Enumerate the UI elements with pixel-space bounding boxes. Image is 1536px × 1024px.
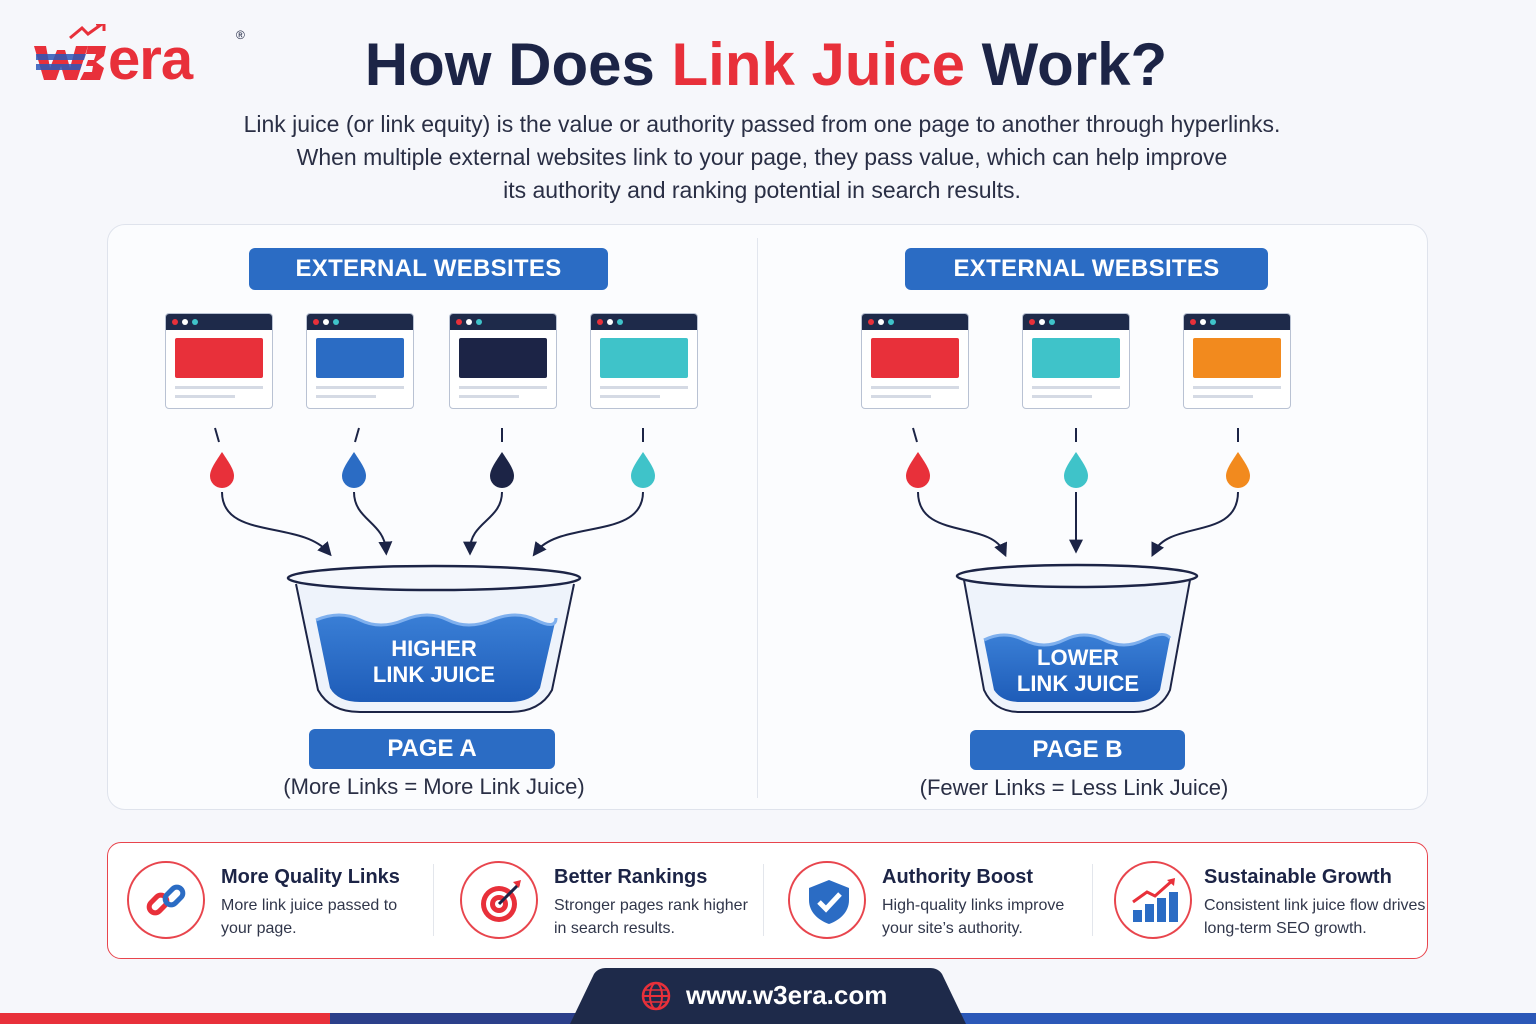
left-bowl-icon — [286, 564, 582, 713]
panel-divider — [757, 238, 758, 798]
benefit-title: Better Rankings — [554, 866, 708, 888]
right-bowl-icon — [955, 563, 1199, 713]
right-bowl-line-2: LINK JUICE — [1016, 671, 1140, 696]
benefit-desc: Stronger pages rank higher in search res… — [554, 897, 748, 937]
left-dashes — [214, 427, 644, 443]
benefit-title: Sustainable Growth — [1204, 866, 1392, 888]
chain-link-icon — [127, 861, 205, 939]
right-site-1 — [861, 313, 969, 409]
benefit-desc: Consistent link juice flow drives long-t… — [1204, 897, 1426, 937]
left-site-4 — [590, 313, 698, 409]
benefits-strip — [107, 842, 1428, 959]
benefit-more-quality-links: More Quality Links More link juice passe… — [127, 842, 427, 959]
right-external-websites-label: EXTERNAL WEBSITES — [905, 248, 1268, 290]
page-title: How Does Link Juice Work? — [0, 30, 1536, 99]
left-bowl-line-2: LINK JUICE — [372, 662, 496, 687]
footer-tab — [570, 968, 966, 1024]
benefit-desc: More link juice passed to your page. — [221, 897, 398, 937]
logo-wordmark: era — [108, 27, 193, 92]
title-part-1: How Does — [364, 31, 672, 98]
left-drop-blue-icon — [342, 452, 366, 488]
left-bowl-label: HIGHER LINK JUICE — [334, 636, 534, 688]
globe-icon — [641, 981, 671, 1011]
footer-stripe-blue — [916, 1013, 1536, 1024]
right-drop-orange-icon — [1226, 452, 1250, 488]
page-a-caption: (More Links = More Link Juice) — [283, 774, 585, 799]
benefit-separator — [763, 864, 764, 936]
intro-text: Link juice (or link equity) is the value… — [200, 108, 1324, 207]
footer-stripe-red — [0, 1013, 620, 1024]
right-drop-red-icon — [906, 452, 930, 488]
shield-check-icon — [788, 861, 866, 939]
page-b-badge: PAGE B — [970, 730, 1185, 770]
right-site-3 — [1183, 313, 1291, 409]
footer-stripe-navy — [330, 1013, 620, 1024]
left-drop-red-icon — [210, 452, 234, 488]
left-bowl-line-1: HIGHER — [391, 636, 477, 661]
benefit-sustainable-growth: Sustainable Growth Consistent link juice… — [1114, 842, 1426, 959]
right-dashes — [912, 427, 1239, 443]
left-site-1 — [165, 313, 273, 409]
left-site-2 — [306, 313, 414, 409]
right-bowl-line-1: LOWER — [1037, 645, 1119, 670]
left-drop-navy-icon — [490, 452, 514, 488]
benefit-better-rankings: Better Rankings Stronger pages rank high… — [460, 842, 760, 959]
benefit-title: Authority Boost — [882, 866, 1034, 888]
w3era-logo[interactable]: era ® — [30, 24, 245, 94]
right-arrows — [917, 491, 1239, 558]
website-link[interactable]: www.w3era.com — [686, 980, 888, 1010]
benefit-authority-boost: Authority Boost High-quality links impro… — [788, 842, 1088, 959]
title-part-2: Work? — [964, 31, 1168, 98]
target-icon — [460, 861, 538, 939]
intro-line-3: its authority and ranking potential in s… — [503, 177, 1021, 203]
intro-line-1: Link juice (or link equity) is the value… — [243, 111, 1281, 137]
title-accent: Link Juice — [671, 31, 965, 98]
right-site-2 — [1022, 313, 1130, 409]
page-a-badge: PAGE A — [309, 729, 555, 769]
benefit-title: More Quality Links — [221, 866, 400, 888]
left-site-3 — [449, 313, 557, 409]
left-drop-teal-icon — [631, 452, 655, 488]
page-b-caption: (Fewer Links = Less Link Juice) — [919, 775, 1229, 800]
logo-mark-icon — [34, 24, 106, 80]
benefit-desc: High-quality links improve your site’s a… — [882, 897, 1065, 937]
benefit-separator — [1092, 864, 1093, 936]
left-external-websites-label: EXTERNAL WEBSITES — [249, 248, 608, 290]
benefit-separator — [433, 864, 434, 936]
registered-mark: ® — [236, 28, 245, 42]
right-drop-teal-icon — [1064, 452, 1088, 488]
right-bowl-label: LOWER LINK JUICE — [978, 645, 1178, 697]
left-arrows — [221, 491, 644, 557]
growth-chart-icon — [1114, 861, 1192, 939]
intro-line-2: When multiple external websites link to … — [296, 144, 1228, 170]
